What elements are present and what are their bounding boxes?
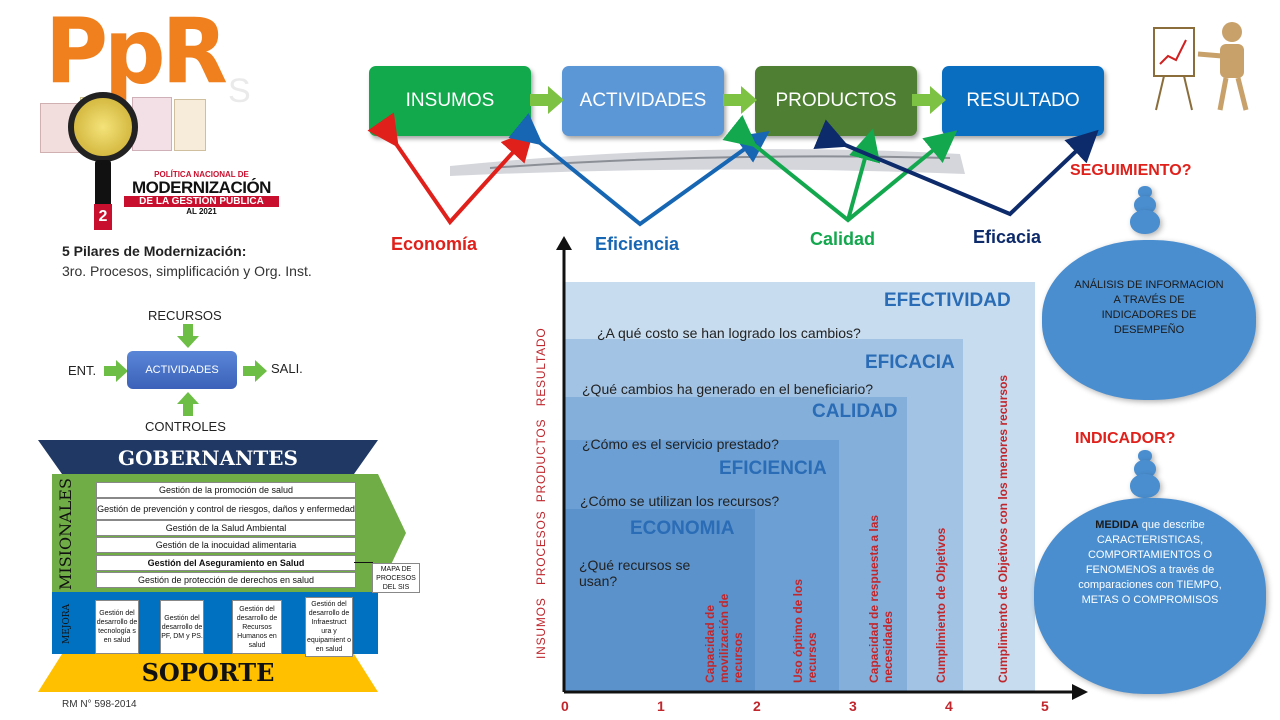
xtick: 3: [849, 698, 857, 714]
medida-cloud: [1034, 498, 1266, 694]
politica-logo: POLÍTICA NACIONAL DE MODERNIZACIÓN DE LA…: [124, 170, 279, 230]
ent-label: ENT.: [68, 363, 97, 378]
economia-label: Economía: [391, 234, 478, 254]
chain-arrow-icon: [912, 86, 946, 119]
stray-letter: S: [228, 72, 251, 110]
eficiencia-question: ¿Cómo se utilizan los recursos?: [580, 493, 780, 509]
up-arrow-icon: [177, 392, 199, 421]
recursos-label: RECURSOS: [148, 308, 222, 323]
sali-label: SALI.: [271, 361, 303, 376]
right-arrow-icon: [243, 360, 267, 387]
presenter-figure: [1150, 18, 1260, 116]
xtick: 2: [753, 698, 761, 714]
yaxis-label: INSUMOS PROCESOS PRODUCTOS RESULTADO: [534, 327, 548, 659]
thought-bubble: [1134, 196, 1156, 214]
pilares-title: 5 Pilares de Modernización:: [62, 243, 247, 259]
mision-row: Gestión de prevención y control de riesg…: [96, 498, 356, 520]
right-arrow-icon: [104, 360, 128, 387]
seguimiento-label: SEGUIMIENTO?: [1070, 162, 1192, 179]
analisis-cloud: [1042, 240, 1256, 400]
eficiencia-label: Eficiencia: [595, 234, 680, 254]
chain-arrow-icon: [723, 86, 757, 119]
staircase-axes: [556, 236, 1088, 700]
efectividad-label: EFECTIVIDAD: [884, 290, 1011, 311]
medida-text: MEDIDA que describe CARACTERISTICAS, COM…: [1074, 518, 1226, 608]
support-box: Gestión del desarrollo de Infraestruct u…: [305, 597, 353, 657]
thought-bubble: [1138, 450, 1152, 462]
efectividad-question: ¿A qué costo se han logrado los cambios?: [597, 325, 861, 341]
down-arrow-icon: [177, 324, 199, 353]
chain-arrow-icon: [530, 86, 564, 119]
pilares-subtitle: 3ro. Procesos, simplificación y Org. Ins…: [62, 263, 312, 279]
mision-row: Gestión de la Salud Ambiental: [96, 520, 356, 536]
thought-bubble: [1130, 474, 1160, 498]
calidad-label: Calidad: [810, 229, 876, 249]
soporte-label: SOPORTE: [141, 658, 275, 687]
mision-row: Gestión de la promoción de salud: [96, 482, 356, 498]
mision-row: Gestión de la inocuidad alimentaria: [96, 537, 356, 553]
connector-line: [354, 562, 373, 575]
medida-rest: que describe CARACTERISTICAS, COMPORTAMI…: [1078, 519, 1222, 606]
mapa-callout: MAPA DE PROCESOS DEL SIS: [372, 563, 420, 593]
controles-label: CONTROLES: [145, 419, 226, 434]
rm-reference: RM N° 598-2014: [62, 699, 137, 710]
thought-bubble: [1134, 460, 1156, 478]
pillar-number: 2: [94, 204, 112, 230]
xtick: 0: [561, 698, 569, 714]
thought-bubble: [1138, 186, 1152, 198]
eficacia-label: Eficacia: [973, 227, 1042, 247]
economia-stair-label: ECONOMIA: [630, 518, 735, 539]
medida-key: MEDIDA: [1095, 519, 1139, 531]
politica-line1: POLÍTICA NACIONAL DE: [154, 170, 249, 179]
analisis-text: ANÁLISIS DE INFORMACION A TRAVÉS DE INDI…: [1074, 278, 1224, 338]
ppr-logo: PpR: [45, 0, 228, 105]
mision-row: Gestión del Aseguramiento en Salud: [96, 555, 356, 571]
calidad-stair-label: CALIDAD: [812, 401, 898, 422]
gobernantes-label: GOBERNANTES: [118, 446, 298, 470]
politica-line4: AL 2021: [186, 207, 217, 216]
xtick: 4: [945, 698, 953, 714]
eficiencia-stair-label: EFICIENCIA: [719, 458, 827, 479]
misionales-label: MISIONALES: [56, 478, 75, 590]
analisis-rest: DE INFORMACION A TRAVÉS DE INDICADORES D…: [1101, 279, 1224, 336]
xtick: 5: [1041, 698, 1049, 714]
eficacia-question: ¿Qué cambios ha generado en el beneficia…: [582, 381, 874, 397]
indicador-label: INDICADOR?: [1075, 430, 1176, 447]
measure-arrows: [367, 112, 1099, 227]
magnifier-icon: 2: [68, 92, 138, 242]
economia-question: ¿Qué recursos se usan?: [579, 557, 691, 589]
politica-line3: DE LA GESTIÓN PÚBLICA: [124, 196, 279, 207]
analisis-key: ANÁLISIS: [1074, 279, 1124, 291]
calidad-question: ¿Cómo es el servicio prestado?: [582, 436, 779, 452]
xtick: 1: [657, 698, 665, 714]
mision-row: Gestión de protección de derechos en sal…: [96, 572, 356, 588]
support-box: Gestión del desarrollo de Recursos Human…: [232, 600, 282, 654]
politica-line2: MODERNIZACIÓN: [132, 178, 271, 197]
step-economia: [563, 509, 755, 692]
mejora-label: MEJORA: [62, 603, 72, 645]
support-box: Gestión del desarrollo de PF, DM y PS.: [160, 600, 204, 654]
eficacia-stair-label: EFICACIA: [865, 352, 955, 373]
support-box: Gestión del desarrollo de tecnología s e…: [95, 600, 139, 654]
thought-bubble: [1130, 210, 1160, 234]
actividades-mini-box: ACTIVIDADES: [127, 351, 237, 389]
